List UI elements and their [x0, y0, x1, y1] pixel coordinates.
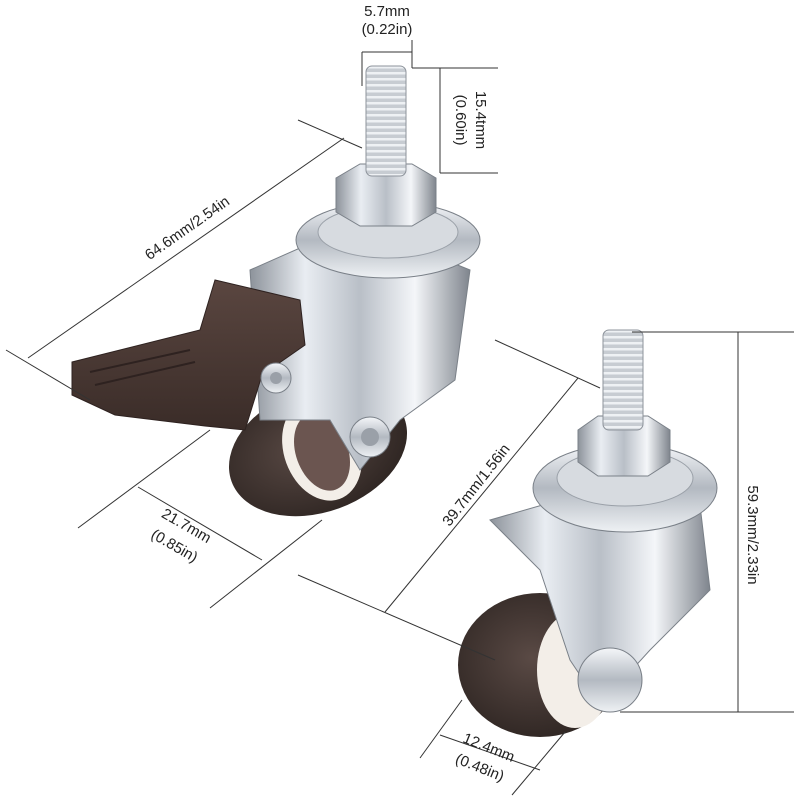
overall-length-label: 64.6mm/2.54in: [142, 193, 233, 264]
thread-length-mm: 15.4tmm: [472, 91, 489, 149]
caster-axle-cap: [577, 647, 643, 713]
dimension-lines: [5, 40, 794, 796]
caster-threaded-stem: [602, 329, 644, 431]
caster-with-brake: [71, 65, 481, 517]
thread-diameter-mm: 5.7mm: [364, 3, 410, 20]
brake-caster-threaded-stem: [365, 65, 407, 177]
caster-without-brake: [458, 329, 718, 737]
thread-length-in: (0.60in): [452, 95, 469, 146]
thread-diameter-in: (0.22in): [362, 21, 413, 38]
total-height-label: 59.3mm/2.33in: [744, 485, 761, 584]
